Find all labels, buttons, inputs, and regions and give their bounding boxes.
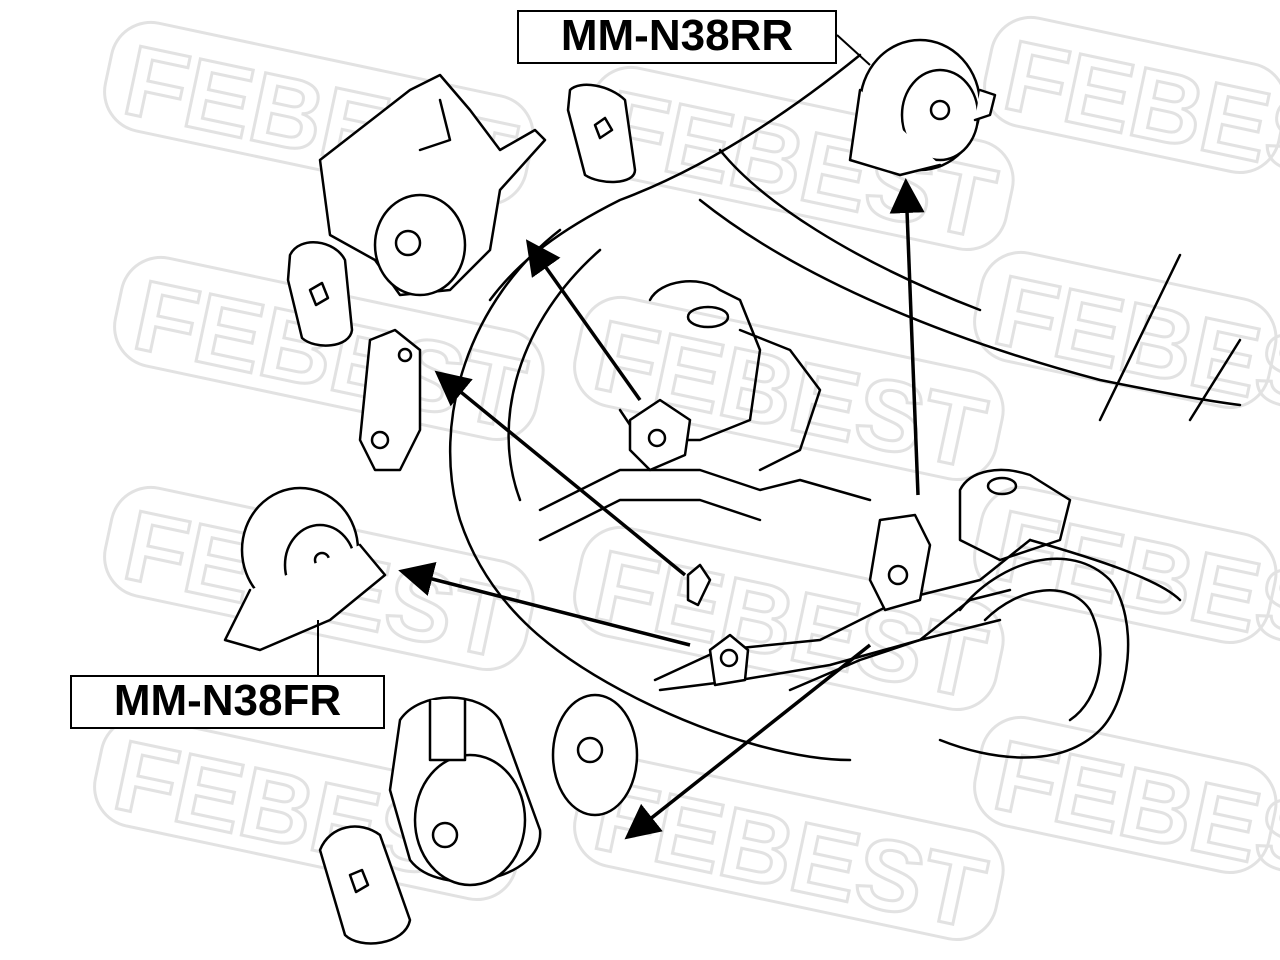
car-body-outline — [448, 53, 1242, 762]
arrow-to-front-mount — [398, 561, 691, 647]
leader-rear — [836, 34, 871, 66]
mount-front-insitu-bolt — [719, 648, 739, 668]
subframe-line-2 — [658, 618, 1002, 692]
strut-tower-hole — [986, 476, 1018, 496]
transmission-outline — [738, 328, 822, 472]
arrow-to-upper-left-mount — [525, 239, 642, 402]
body-outer-line — [718, 148, 982, 312]
mount-rear-insitu-bolt — [887, 564, 909, 586]
wheel-arch-outer — [938, 557, 1130, 759]
arrows — [398, 178, 925, 840]
crossmember-2 — [538, 498, 762, 542]
upper-left-pad-bottom — [286, 241, 354, 347]
bumper-inner-curve — [507, 248, 602, 502]
label-leaders — [317, 34, 871, 675]
mount-rear-insitu — [868, 513, 932, 612]
front-mount-part — [223, 486, 387, 652]
svg-text:FEBEST: FEBEST — [995, 19, 1280, 211]
arrow-to-bracket-link — [434, 370, 687, 577]
svg-text:FEBEST: FEBEST — [985, 719, 1280, 911]
engine-port — [686, 305, 730, 329]
watermark-6: FEBEST — [973, 250, 1280, 447]
upper-left-pad-top — [566, 83, 637, 184]
watermark-3: FEBEST — [983, 15, 1280, 212]
bracket-insitu — [686, 563, 712, 607]
part-label-front: MM-N38FR — [70, 675, 385, 729]
watermark-layer: FEBEST FEBEST FEBEST FEBEST FEBEST FEBES… — [93, 15, 1280, 952]
arrow-to-lower-pads — [624, 643, 872, 840]
mount-left-insitu-bolt — [647, 428, 667, 448]
windshield-line-2 — [1188, 338, 1242, 422]
arrow-to-rear-mount — [889, 178, 925, 496]
windshield-line — [1098, 253, 1182, 422]
lower-pad-right — [551, 693, 639, 817]
bracket-link — [358, 328, 422, 472]
watermark-12: FEBEST — [973, 715, 1280, 912]
fender-lower — [1028, 538, 1182, 602]
crossmember — [538, 468, 872, 512]
bumper-curve — [448, 228, 852, 762]
wheel-arch-inner — [983, 589, 1102, 722]
svg-text:FEBEST: FEBEST — [985, 489, 1280, 681]
svg-text:FEBEST: FEBEST — [985, 254, 1280, 446]
part-label-rear: MM-N38RR — [517, 10, 837, 64]
rear-mount-part — [848, 38, 997, 177]
subframe-line-1 — [653, 538, 1032, 682]
exploded-parts — [223, 38, 997, 945]
engine-block-top — [618, 280, 762, 442]
lower-cylinder-mount — [388, 696, 542, 887]
strut-tower — [958, 468, 1072, 562]
fender-top-line — [698, 198, 1242, 407]
upper-left-mount — [318, 73, 547, 297]
in-situ-mounts — [628, 398, 932, 687]
watermark-9: FEBEST — [973, 485, 1280, 682]
svg-text:FEBEST: FEBEST — [585, 529, 994, 721]
lower-pad-left — [318, 825, 412, 945]
svg-text:FEBEST: FEBEST — [585, 759, 994, 951]
